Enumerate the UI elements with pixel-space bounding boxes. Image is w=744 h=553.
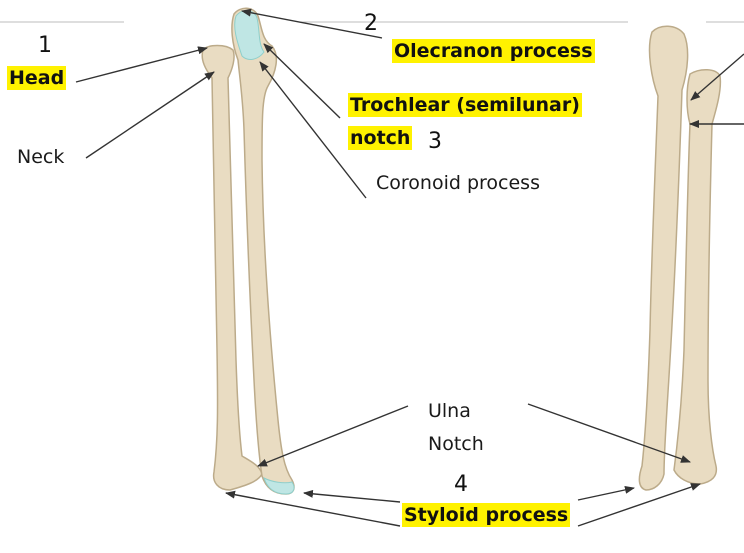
head-leader (75, 46, 208, 83)
label-head: Head (7, 66, 67, 90)
neck-leader (85, 71, 215, 159)
styloid-leader-2 (303, 489, 401, 503)
label-olecranon-process: Olecranon process (392, 39, 595, 63)
label-trochlear-line1: Trochlear (semilunar) (348, 93, 582, 117)
label-neck: Neck (17, 146, 65, 168)
label-ulna: Ulna (428, 400, 471, 422)
number-1: 1 (38, 33, 52, 58)
number-4: 4 (454, 472, 468, 497)
styloid-leader-1 (225, 490, 401, 527)
radius-posterior (673, 69, 722, 485)
coronoid-leader (259, 61, 367, 199)
label-notch: Notch (428, 433, 484, 455)
label-trochlear-line2: notch (348, 126, 413, 150)
label-coronoid-process: Coronoid process (376, 172, 540, 194)
number-2: 2 (364, 11, 378, 36)
right-top-leader-1 (690, 53, 744, 101)
number-3: 3 (428, 129, 442, 154)
styloid-leader-3 (577, 485, 635, 501)
ulna-posterior (638, 25, 689, 491)
ulna-distal-articular-surface (263, 477, 295, 495)
trochlear-leader (263, 43, 341, 119)
olecranon-leader (241, 8, 383, 39)
ulna-notch-leader-right (527, 403, 691, 463)
label-styloid-process: Styloid process (402, 503, 571, 527)
styloid-leader-4 (577, 483, 701, 527)
ulna-notch-leader-left (257, 405, 409, 467)
ulna-anterior (231, 7, 295, 495)
